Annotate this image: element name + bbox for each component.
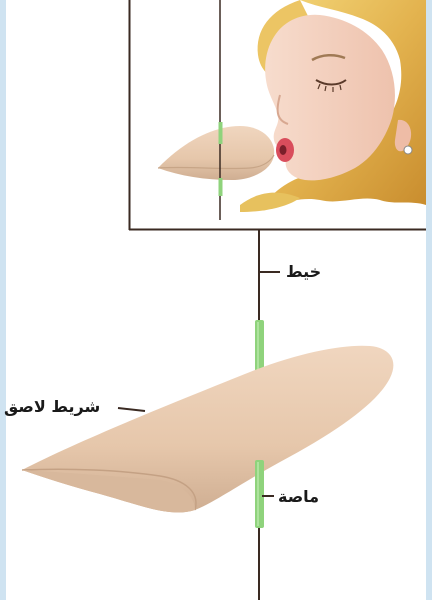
straw-lower	[255, 460, 264, 528]
tape-label: شريط لاصق	[4, 397, 100, 416]
small-straw-lower	[219, 178, 223, 196]
left-border-strip	[0, 0, 6, 600]
earring-shape	[404, 146, 412, 154]
tape-leader	[118, 408, 145, 411]
airfoil-wing	[22, 346, 393, 513]
small-straw-upper	[219, 122, 223, 144]
straw-label: ماصة	[278, 487, 319, 506]
illustration-frame	[129, 0, 426, 230]
thread-label: خيط	[286, 262, 321, 281]
right-border-strip	[426, 0, 432, 600]
